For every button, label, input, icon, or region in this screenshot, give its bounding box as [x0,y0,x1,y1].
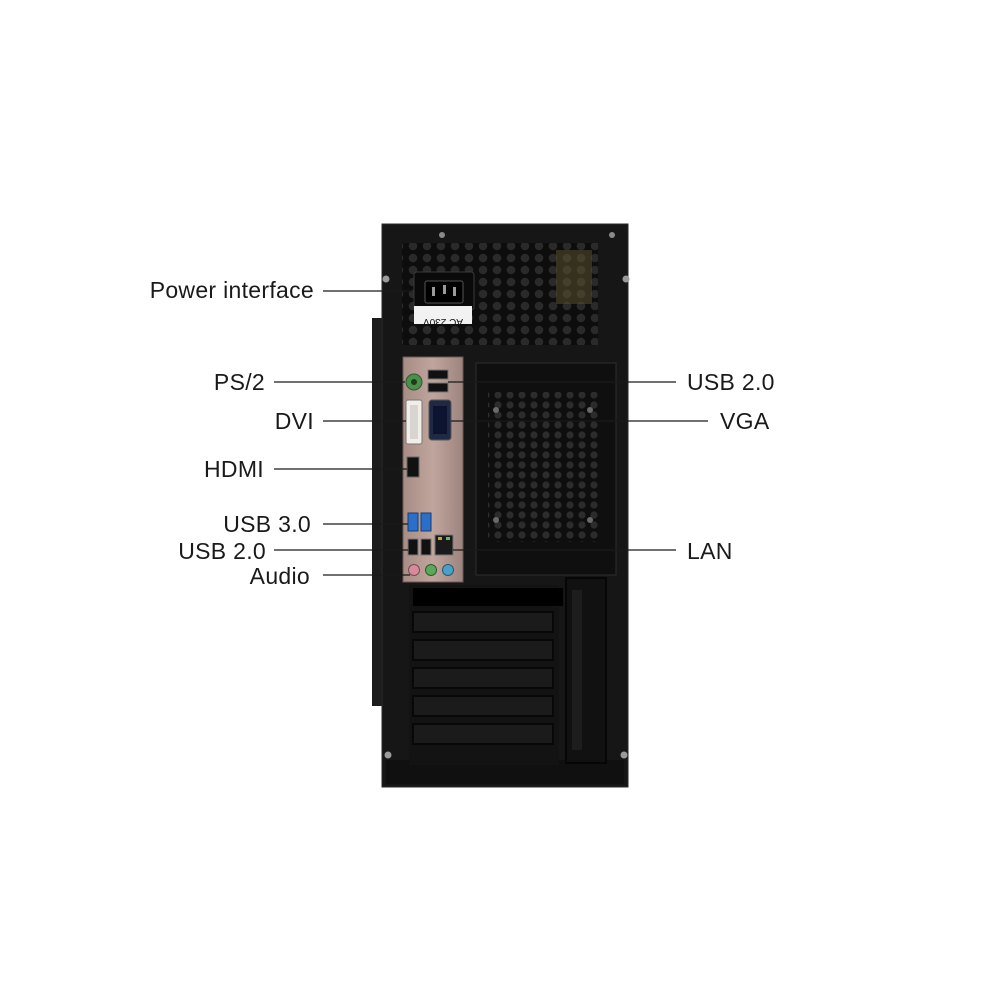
leader-lines [274,290,708,576]
expansion-slot-cover [412,723,554,745]
hdmi-port [406,456,420,478]
label-dvi: DVI [274,408,314,434]
expansion-slot-cover [412,611,554,633]
screw [384,751,392,759]
screw [620,751,628,759]
expansion-slot-cover [412,667,554,689]
label-usb20-left: USB 2.0 [178,538,266,564]
expansion-slot-cover [412,639,554,661]
label-audio: Audio [249,563,310,589]
usb20-port-top [427,369,449,380]
label-power-interface: Power interface [149,277,314,303]
label-ps2: PS/2 [213,369,265,395]
fan-grill [488,392,598,542]
audio-jack-pink [408,564,420,576]
label-usb20-right: USB 2.0 [687,369,775,395]
label-lan: LAN [687,538,733,564]
usb20-port-bottom [407,538,419,556]
label-vga: VGA [720,408,770,434]
usb30-port [407,512,419,532]
psu-rating-text: AC 230V [423,316,463,327]
screw [439,232,445,238]
label-usb30: USB 3.0 [223,511,311,537]
psu-rating-sticker [414,306,472,324]
usb20-port-bottom [420,538,432,556]
lan-port [434,534,454,556]
usb30-port [420,512,432,532]
audio-jack-blue [442,564,454,576]
usb20-port-top [427,382,449,393]
audio-jack-green [425,564,437,576]
label-hdmi: HDMI [204,456,264,482]
expansion-slot-cover [412,695,554,717]
screw [622,275,630,283]
screw [609,232,615,238]
screw [382,275,390,283]
